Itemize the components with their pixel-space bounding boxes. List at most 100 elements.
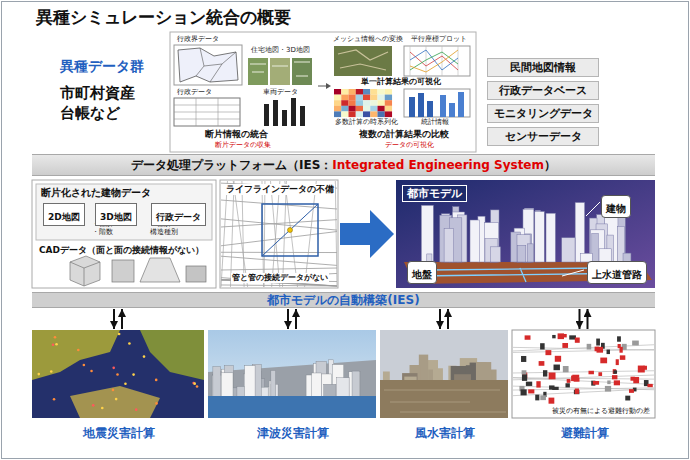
evacuation-blocks-part [607,380,610,384]
evacuation-blocks-part [522,370,527,374]
evacuation-blocks-part [616,359,619,365]
building-data-panel-part [70,262,100,286]
node-subtext: ） [544,158,556,172]
evacuation-blocks-part [620,355,625,360]
evacuation-blocks-part [545,350,551,355]
evacuation-blocks-part [513,371,654,373]
evacuation-blocks-part [596,339,600,346]
flood-photo-part [384,390,506,412]
image-note: 行政データ [176,88,213,96]
data-collage-part [170,32,476,152]
heatmap-cells-part [334,89,341,95]
node-text: モニタリングデータ [494,107,593,120]
data-collage-part [174,98,240,126]
evacuation-blocks-part [513,375,654,380]
tsunami-render [208,330,376,418]
data-collage-part [291,98,296,126]
evacuation-blocks-part [598,372,602,376]
data-collage-part [210,64,222,82]
source-box: モニタリングデータ [487,104,599,123]
evacuation-blocks-part [575,388,579,393]
building-data-panel-part [186,266,206,282]
damage-dots-part [132,373,135,376]
flood-photo-part [380,380,508,418]
evacuation-blocks-part [618,344,621,348]
evacuation-blocks-part [567,379,571,383]
building-data-panel-part [112,260,134,282]
lifeline-map-part [220,180,338,288]
data-collage-part [282,110,287,126]
evacuation-blocks-part [563,366,569,372]
heatmap-cells-part [341,106,348,112]
city-model-panel: 都市モデル建物地盤上水道管路 [396,180,655,288]
data-type-box: 2D地図 [43,203,85,226]
heatmap-cells-part [356,106,363,112]
damage-dots-part [112,389,115,392]
evacuation-blocks-part [513,378,654,385]
damage-dots [37,333,198,411]
data-collage-part [250,62,310,76]
node-text: 2D地図 [48,212,80,222]
data-collage-part [178,48,238,82]
tsunami-render-part [208,396,376,418]
tsunami-render-part [208,330,376,418]
city-model-render-part [418,268,642,282]
evacuation-blocks-part [643,366,647,370]
heatmap-cells-part [385,95,392,101]
heatmap-cells-part [341,89,348,95]
diagram-title: 異種シミュレーション統合の概要 [36,7,291,27]
heatmap-cells-part [378,111,385,117]
damage-dots-part [55,343,58,346]
node-text: 都市モデルの自動構築(IES) [267,293,419,307]
lifeline-map-part [262,204,318,256]
road-lines-part [305,181,317,287]
exchange-arrow [440,309,448,329]
damage-dots-part [193,382,196,385]
data-collage-part [409,97,415,117]
data-collage-part [270,58,290,85]
evacuation-blocks-part [535,395,539,401]
evacuation-blocks-part [521,389,527,395]
lifeline-map-part [262,204,318,256]
evacuation-map [512,330,655,418]
evacuation-blocks-part [588,371,593,374]
city-buildings-part [490,247,500,262]
tsunami-buildings-part [337,378,349,398]
evacuation-blocks-part [647,384,652,387]
heatmap-cells-part [356,95,363,101]
damage-dots-part [54,336,57,339]
node-subtext: 管と管の接続データがない [231,273,329,283]
image-note: 行政界データ [176,35,220,43]
damage-dots-part [196,385,199,388]
data-collage-part [440,95,446,117]
evacuation-blocks-part [614,380,620,385]
node-text: データ処理プラットフォーム（IES： [131,158,332,172]
data-collage-part [338,50,388,70]
heatmap-cells-part [370,95,377,101]
node-text: 行政データベース [499,84,587,97]
arrow-line [121,309,123,329]
evacuation-blocks-part [593,381,599,385]
node-text: 避難計算 [513,426,656,440]
image-note: 多数計算の時系列化 [334,118,399,126]
evacuation-blocks-part [522,374,527,381]
arrow-line [439,309,441,329]
exchange-arrow [114,309,122,329]
data-collage-part [300,106,305,126]
evacuation-blocks-part [549,373,556,380]
evacuation-blocks-part [607,350,610,355]
image-note: 統計情報 [420,118,450,126]
heatmap-cells-part [363,111,370,117]
building-data-panel: 断片化された建物データCADデータ（面と面の接続情報がない）2D地図3D地図行政… [32,180,216,288]
tsunami-buildings-part [221,373,233,398]
heatmap-cells-part [378,100,385,106]
node-text: 地震災害計算 [33,426,205,440]
platform-band: データ処理プラットフォーム（IES：Integrated Engineering… [32,154,655,176]
arrow-line [587,309,589,329]
heatmap-cells-part [378,106,385,112]
evacuation-blocks-part [549,398,555,404]
evacuation-blocks-part [561,334,567,337]
damage-dots-part [128,342,131,345]
